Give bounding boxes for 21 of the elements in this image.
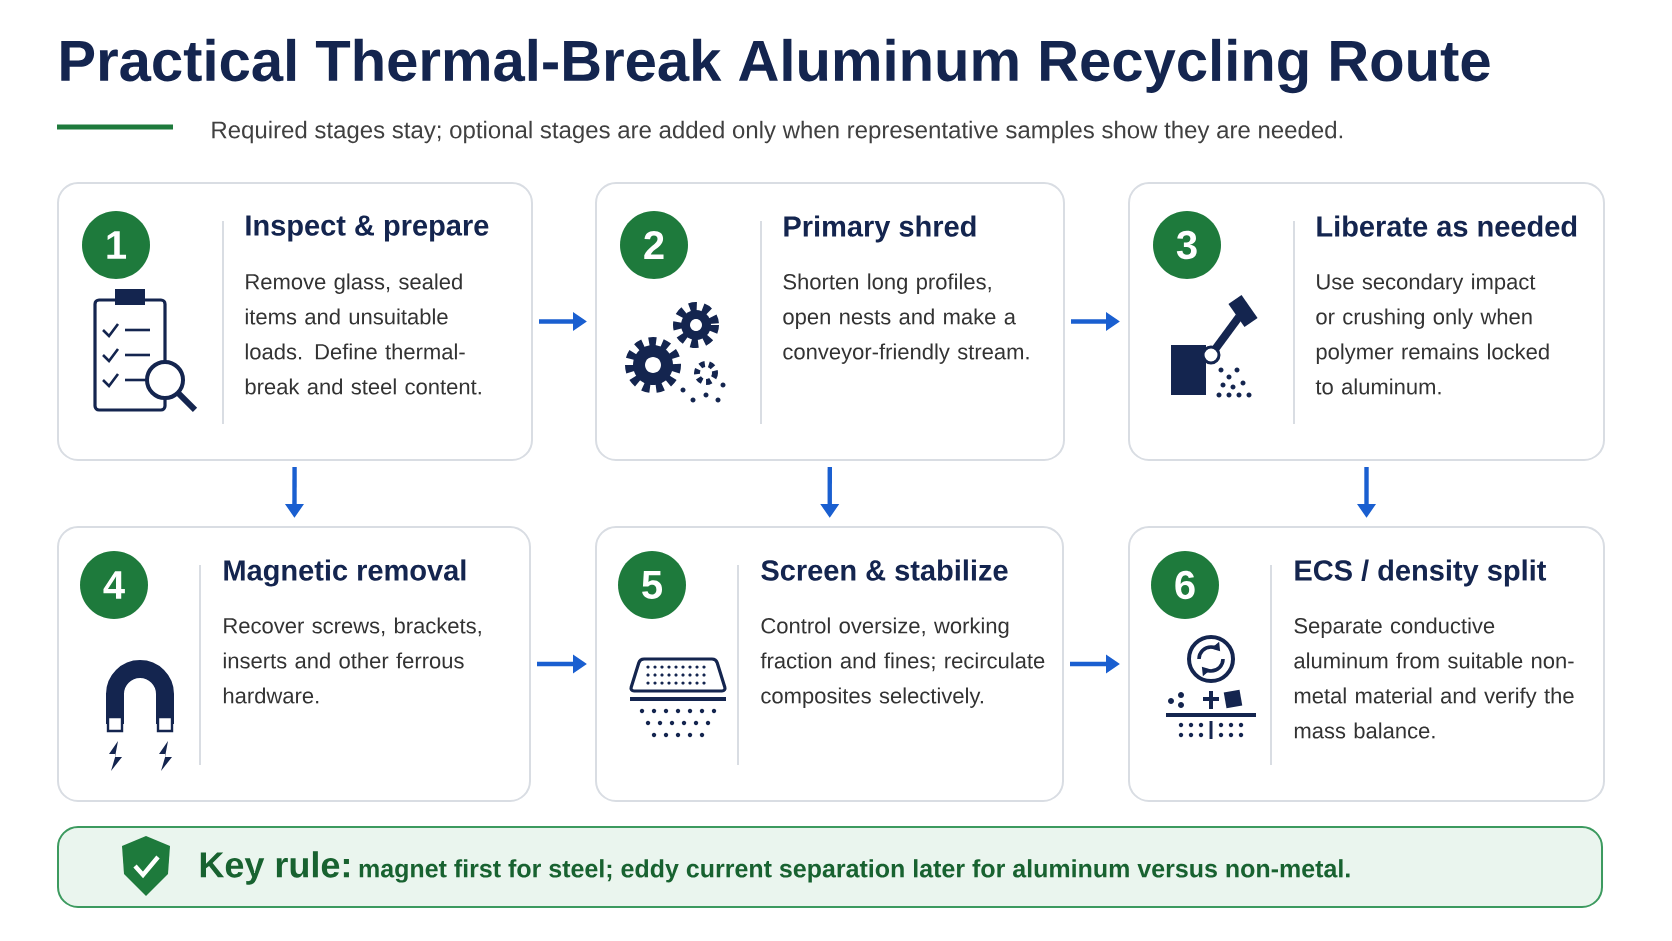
step-number: 2: [620, 211, 688, 279]
step-heading: Primary shred: [784, 215, 976, 243]
step-heading: Magnetic removal: [224, 559, 466, 587]
step-description: Recover screws, brackets, inserts and other ferrous hardware.: [223, 617, 481, 704]
step-description: Use secondary impact or crushing only when polymer remains locked to aluminum.: [1315, 273, 1549, 395]
step-description: Shorten long profiles, open nests and make a conveyor-friendly stream.: [783, 273, 1029, 364]
step-number: 5: [618, 551, 686, 619]
step-description: Separate conductive aluminum from suitable non-metal material and verify the mass balance.: [1294, 617, 1574, 739]
step-heading: Screen & stabilize: [761, 559, 1008, 581]
title: Practical Thermal-Break Aluminum Recycling Route: [61, 38, 1490, 94]
subtitle: Required stages stay; optional stages are added only when representative samples show they are needed.: [212, 120, 1343, 144]
step-number: 1: [82, 211, 150, 279]
step-number: 3: [1153, 211, 1221, 279]
step-number: 6: [1151, 551, 1219, 619]
step-number: 4: [80, 551, 148, 619]
step-description: Remove glass, sealed items and unsuitable loads. Define thermal-break and steel content.: [245, 273, 481, 395]
step-heading: Inspect & prepare: [246, 215, 489, 242]
step-heading: ECS / density split: [1295, 559, 1547, 587]
rule-text: Key rule: magnet first for steel; eddy current separation later for aluminum versus non-metal.: [200, 851, 1350, 885]
step-heading: Liberate as needed: [1317, 215, 1577, 237]
step-description: Control oversize, working fraction and fines; recirculate composites selectively.: [760, 617, 1045, 708]
